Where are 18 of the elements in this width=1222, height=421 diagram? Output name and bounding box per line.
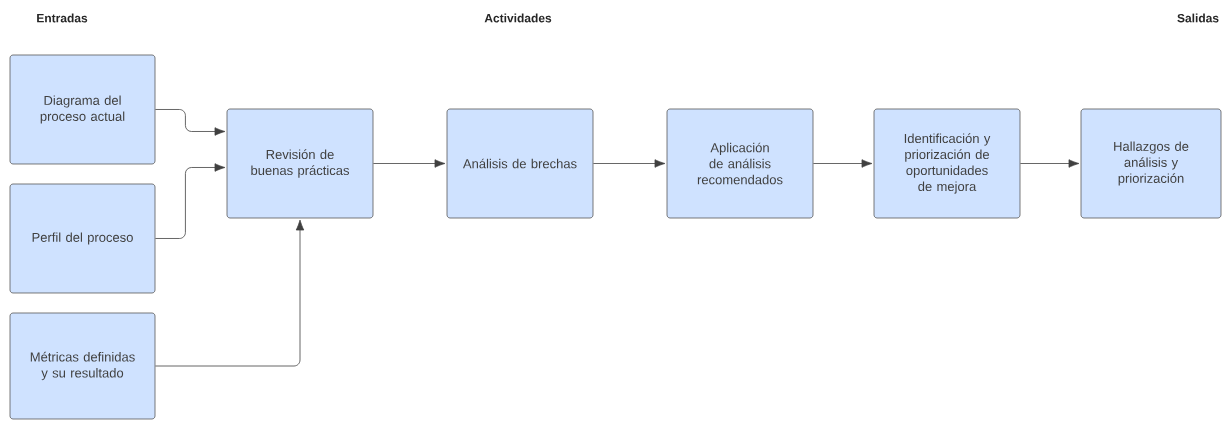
process-box: Diagrama del proceso actual xyxy=(9,54,156,165)
column-heading: Actividades xyxy=(484,13,552,23)
arrow xyxy=(373,159,446,168)
process-box: Revisión de buenas prácticas xyxy=(226,108,374,219)
arrow xyxy=(813,159,873,168)
arrow xyxy=(155,109,226,136)
arrow xyxy=(155,219,305,367)
process-box: Aplicación de análisis recomendados xyxy=(666,108,814,219)
column-heading: Entradas xyxy=(37,13,88,23)
process-box: Métricas definidas y su resultado xyxy=(9,312,156,420)
arrow xyxy=(155,163,226,239)
arrow xyxy=(1020,159,1080,168)
process-box: Identificación y priorización de oportunidades de mejora xyxy=(873,108,1021,219)
process-box: Hallazgos de análisis y priorización xyxy=(1080,108,1222,219)
process-box: Perfil del proceso xyxy=(9,183,156,294)
process-box: Análisis de brechas xyxy=(446,108,594,219)
column-heading: Salidas xyxy=(1177,13,1219,23)
arrow xyxy=(593,159,666,168)
